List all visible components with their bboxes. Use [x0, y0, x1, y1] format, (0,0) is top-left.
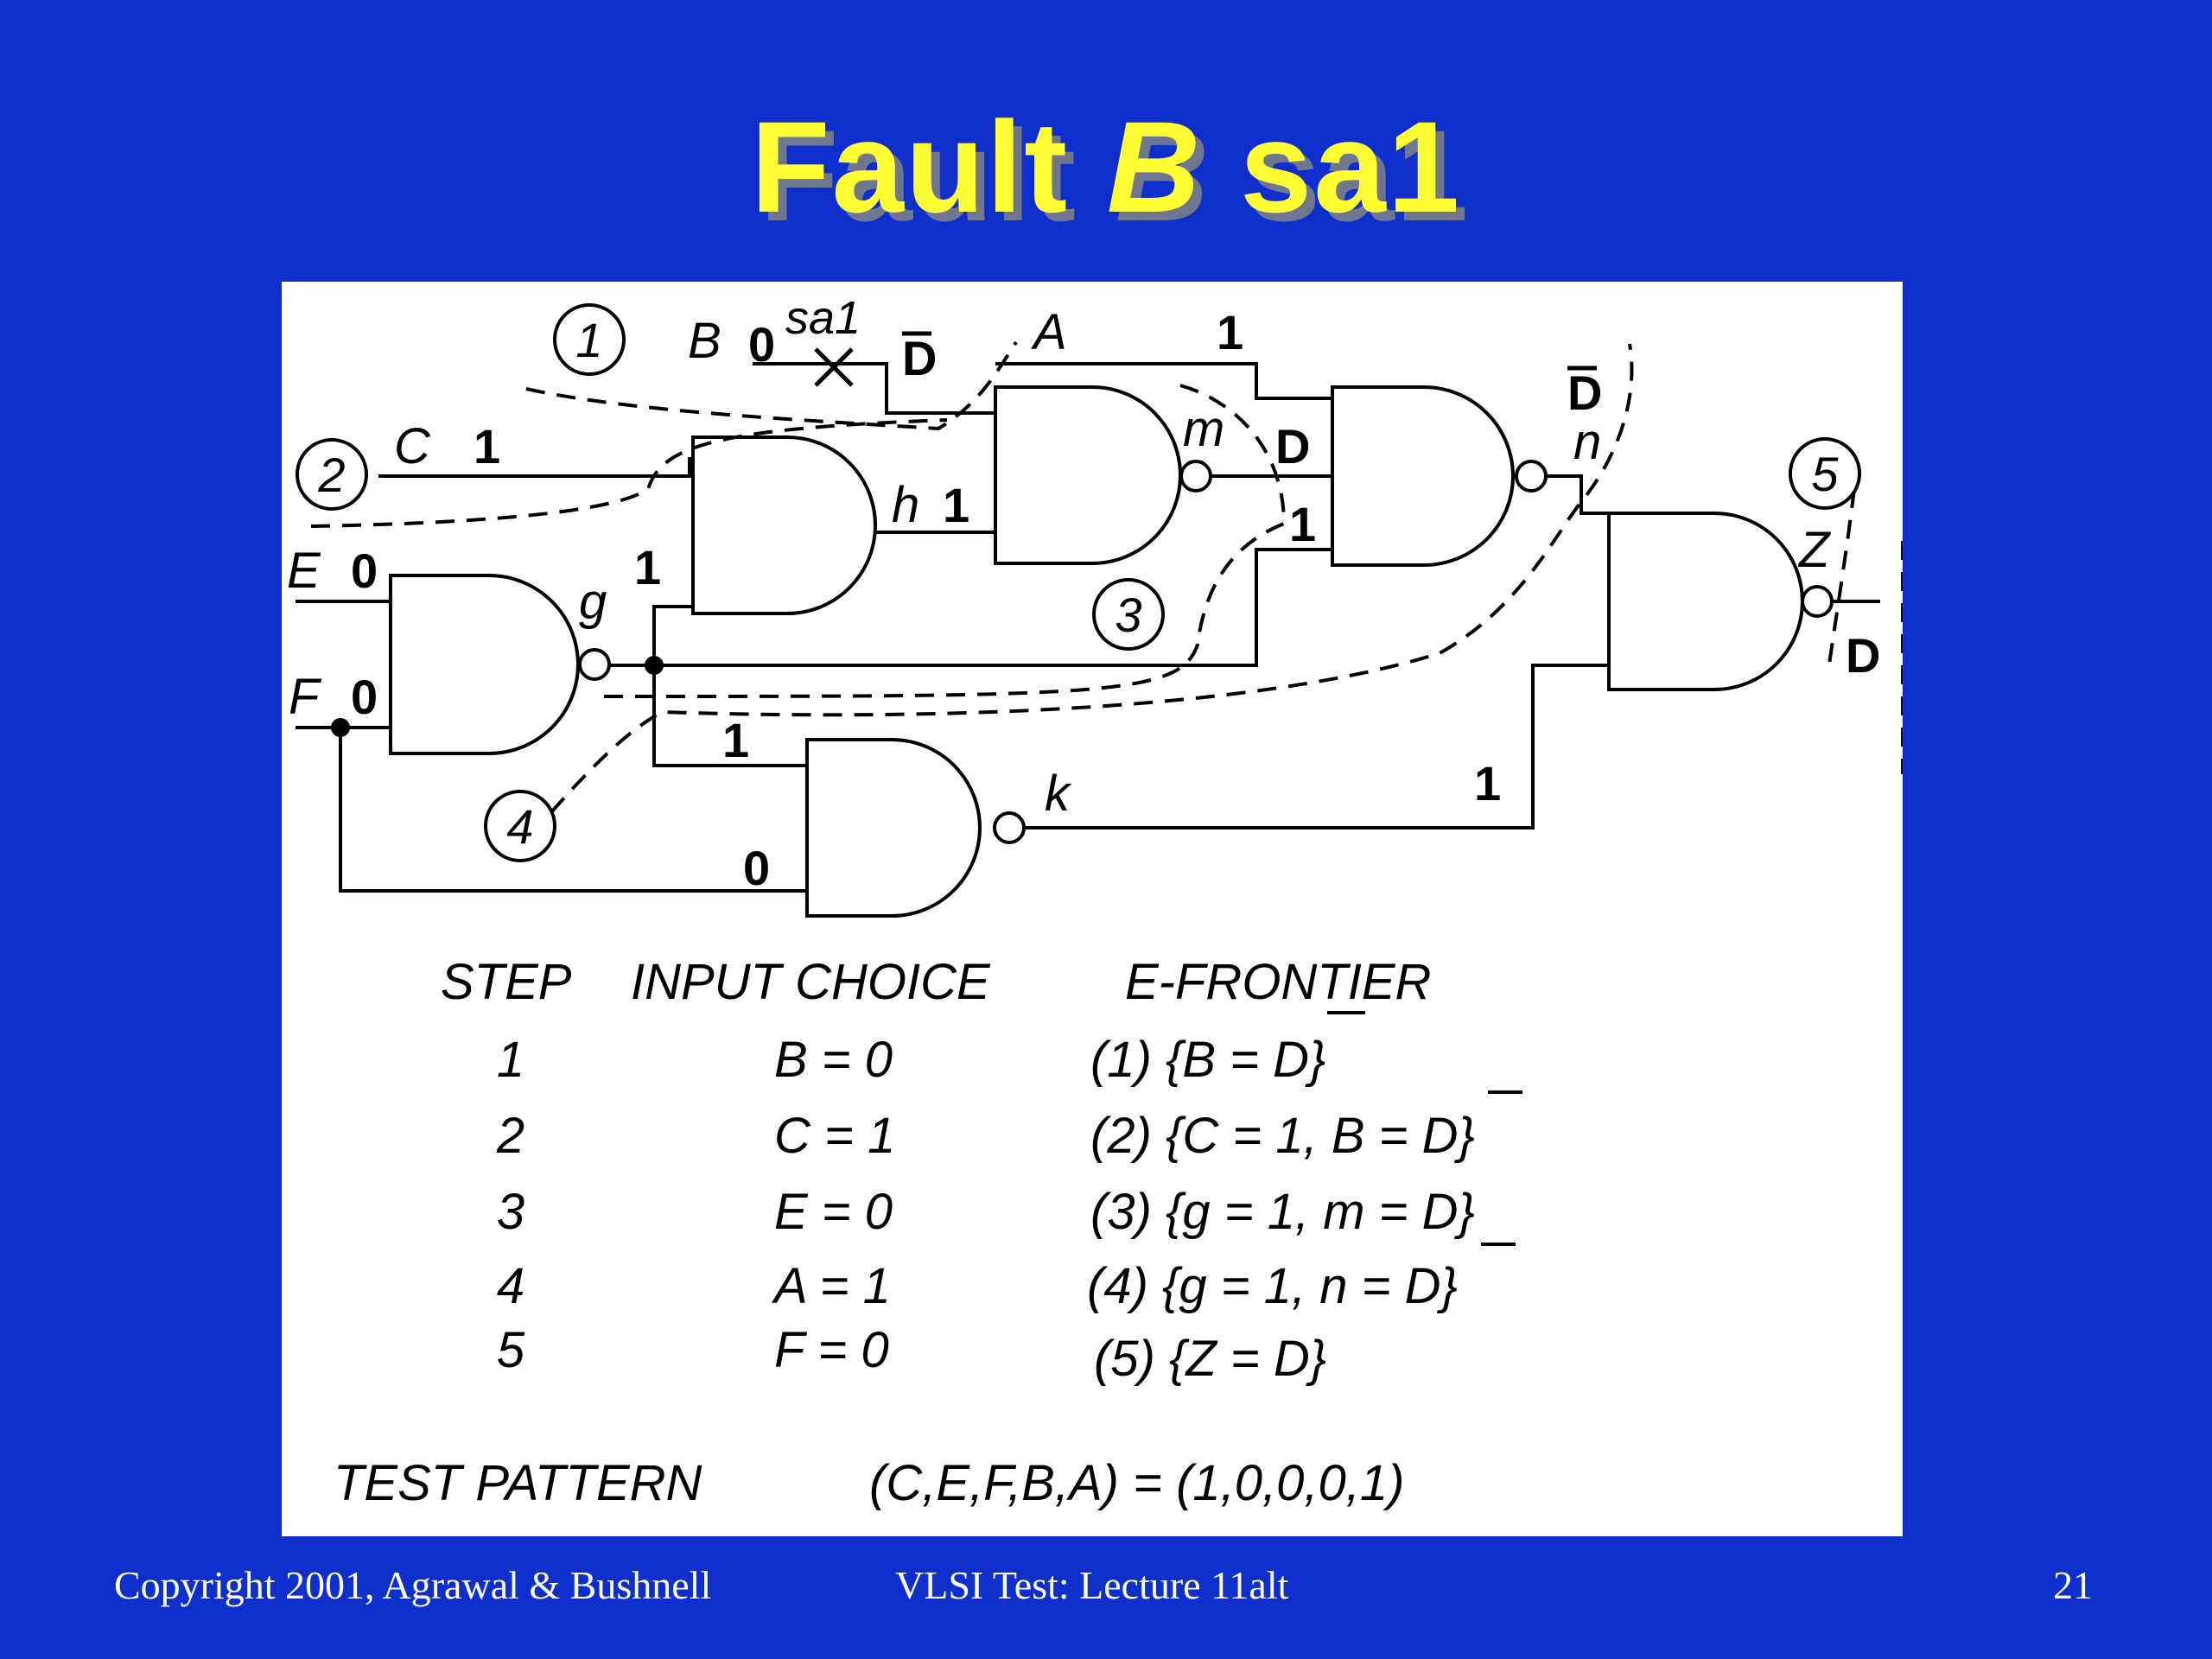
- row-frontier: (3) {g = 1, m = D}: [1090, 1184, 1475, 1240]
- inverter-bubble-k: [993, 811, 1026, 844]
- value-h: 1: [943, 478, 969, 532]
- inverter-bubble-n: [1515, 460, 1548, 493]
- test-pattern-label: TEST PATTERN: [334, 1455, 702, 1511]
- signal-label-e: E: [287, 543, 321, 599]
- gates: [389, 385, 1834, 918]
- junction-dot-f: [331, 718, 350, 737]
- page-number: 21: [2053, 1563, 2093, 1607]
- nand-gate-n: [1331, 385, 1515, 567]
- step-marker-2: [296, 438, 368, 511]
- test-pattern-value: (C,E,F,B,A) = (1,0,0,0,1): [869, 1455, 1404, 1511]
- step-markers: [296, 303, 1861, 862]
- signal-label-z: Z: [1797, 522, 1832, 578]
- value-k: 1: [1474, 756, 1501, 810]
- title-variable: B: [1106, 94, 1203, 239]
- title-prefix: Fault: [750, 94, 1070, 239]
- signal-label-a: A: [1031, 304, 1067, 360]
- step-marker-label: 3: [1115, 588, 1141, 642]
- footer-course: VLSI Test: Lecture 11alt: [895, 1563, 1289, 1607]
- value-e: 0: [351, 543, 378, 598]
- step-marker-1: [553, 303, 626, 376]
- step-table: STEP INPUT CHOICE E-FRONTIER 1 B = 0 (1)…: [334, 954, 1522, 1511]
- signal-label-n: n: [1573, 414, 1601, 470]
- circuit-diagram: 1 2 3 4 5 B A C E F g h m n k Z sa1 0 D …: [287, 292, 1903, 1511]
- value-b: 0: [748, 317, 775, 372]
- signal-label-f: F: [289, 669, 322, 725]
- value-g-upper: 1: [634, 540, 661, 594]
- value-z: D: [1846, 628, 1880, 683]
- nand-gate-g: [389, 574, 580, 755]
- inverter-bubble-z: [1801, 585, 1834, 618]
- row-frontier: (2) {C = 1, B = D}: [1090, 1108, 1475, 1164]
- value-c: 1: [474, 419, 500, 474]
- nand-gate-z: [1607, 512, 1804, 691]
- step-marker-3: [1092, 578, 1165, 651]
- row-choice: B = 0: [774, 1032, 893, 1088]
- overbars: [902, 331, 1597, 371]
- inverter-bubble-g: [578, 648, 611, 681]
- junction-dot-g: [645, 656, 664, 675]
- row-frontier: (4) {g = 1, n = D}: [1087, 1258, 1458, 1314]
- row-choice: E = 0: [774, 1184, 893, 1240]
- circuit-figure: 1 2 3 4 5 B A C E F g h m n k Z sa1 0 D …: [282, 282, 1903, 1536]
- step-marker-5: [1789, 437, 1861, 510]
- value-f-branch: 0: [743, 841, 770, 895]
- signal-label-m: m: [1183, 401, 1224, 457]
- signal-label-b: B: [688, 313, 721, 369]
- row-choice: F = 0: [774, 1322, 889, 1378]
- header-e-frontier: E-FRONTIER: [1125, 954, 1431, 1010]
- value-n: D: [1567, 365, 1602, 420]
- header-step: STEP: [441, 954, 572, 1010]
- signal-label-g: g: [579, 574, 607, 630]
- row-step: 4: [497, 1258, 524, 1314]
- and-gate-h: [691, 435, 877, 615]
- footer-copyright: Copyright 2001, Agrawal & Bushnell: [114, 1563, 712, 1607]
- step-marker-4: [484, 790, 556, 862]
- nand-gate-k: [805, 738, 982, 918]
- row-frontier: (5) {Z = D}: [1094, 1331, 1326, 1387]
- step-marker-label: 4: [506, 799, 533, 854]
- header-input-choice: INPUT CHOICE: [631, 954, 991, 1010]
- fault-x-icon: [814, 347, 854, 387]
- signal-label-h: h: [892, 477, 919, 533]
- step-marker-label: 5: [1811, 447, 1839, 501]
- signal-label-c: C: [394, 418, 431, 474]
- value-m: D: [1275, 419, 1310, 474]
- row-choice: A = 1: [772, 1258, 891, 1314]
- slide-title: Fault B sa1: [0, 102, 2212, 232]
- value-b-out: D: [902, 331, 937, 385]
- signal-label-k: k: [1045, 766, 1072, 822]
- value-g-lower: 1: [722, 713, 749, 767]
- inverter-bubble-m: [1179, 460, 1212, 493]
- value-f: 0: [351, 670, 378, 724]
- row-step: 2: [496, 1108, 524, 1164]
- step-marker-label: 1: [575, 313, 602, 367]
- nand-gate-m: [994, 385, 1182, 565]
- step-marker-label: 2: [317, 448, 345, 502]
- row-choice: C = 1: [774, 1108, 895, 1164]
- title-suffix: sa1: [1239, 94, 1462, 239]
- row-frontier: (1) {B = D}: [1090, 1032, 1325, 1088]
- row-step: 1: [497, 1032, 524, 1088]
- propagation-paths: [310, 340, 1903, 814]
- fault-label: sa1: [785, 292, 861, 344]
- value-mid-input: 1: [1289, 497, 1316, 551]
- row-step: 3: [497, 1184, 524, 1240]
- value-a: 1: [1217, 305, 1243, 359]
- row-step: 5: [497, 1322, 525, 1378]
